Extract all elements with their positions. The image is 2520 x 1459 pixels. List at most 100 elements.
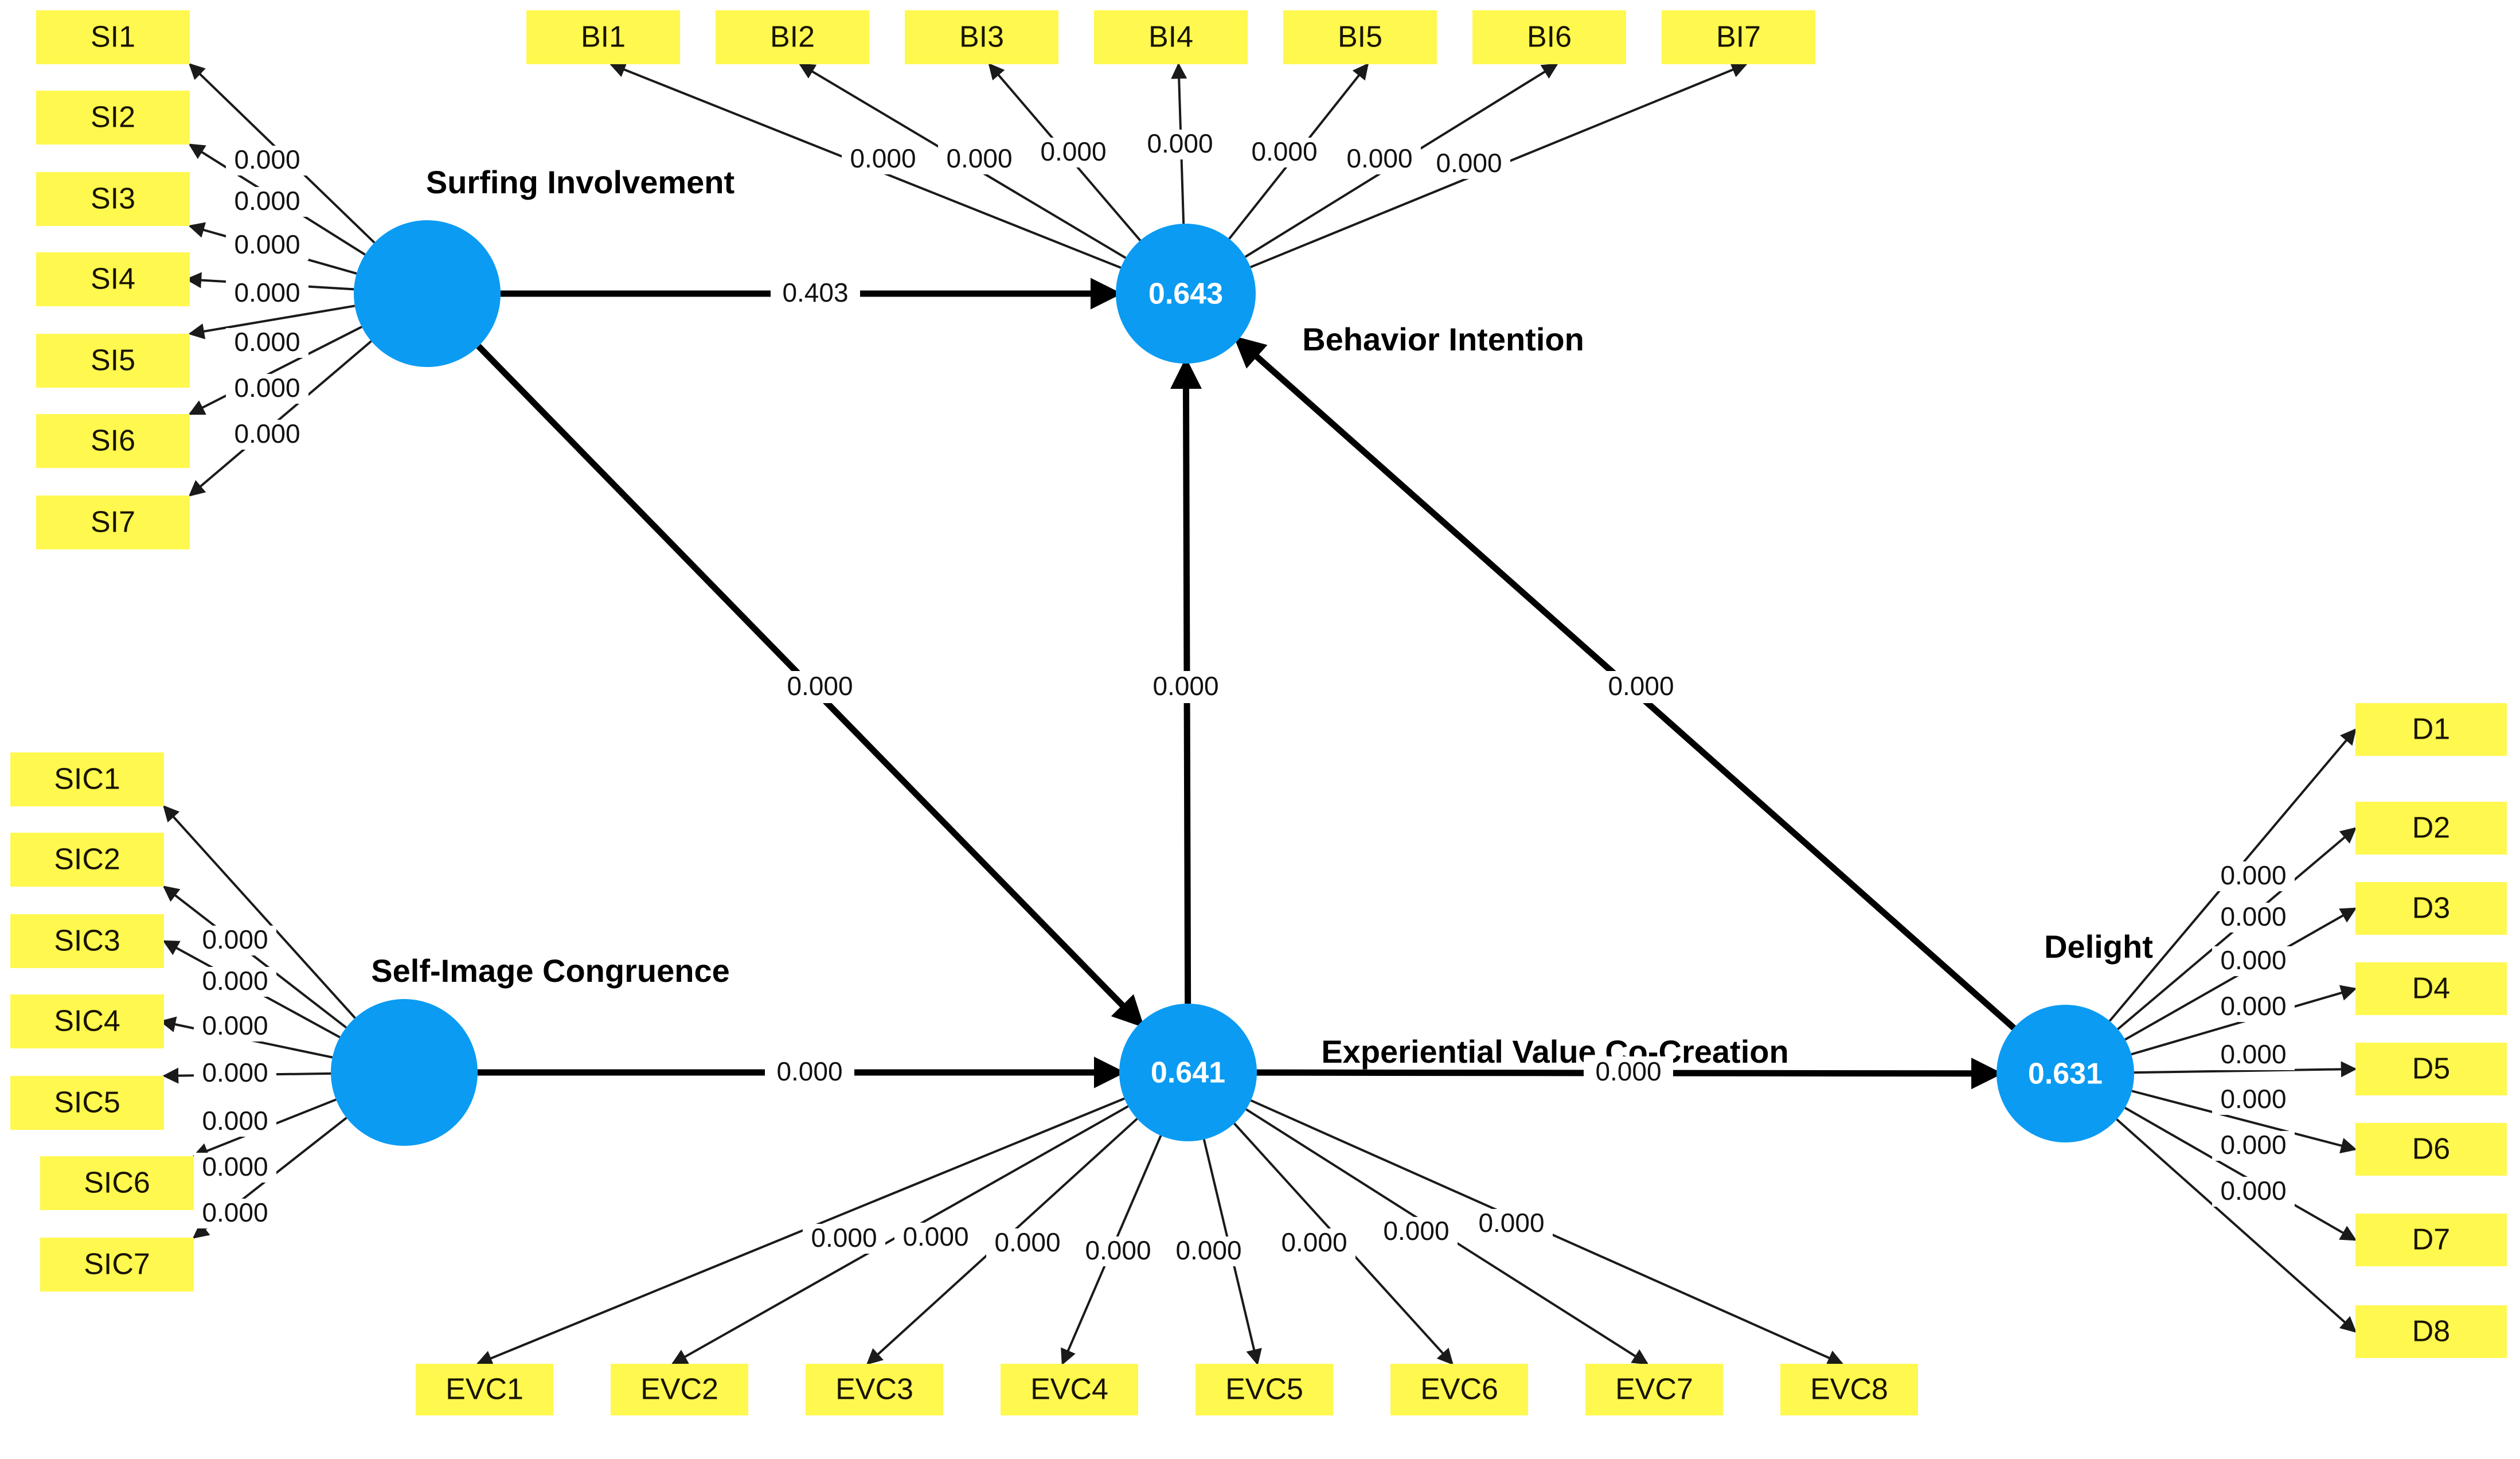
outer-loading-bi6: 0.000 (1338, 143, 1421, 174)
indicator-evc1[interactable]: EVC1 (416, 1364, 553, 1415)
indicator-si6[interactable]: SI6 (36, 414, 190, 468)
construct-name-label: Self-Image Congruence (371, 953, 729, 989)
indicator-bi1[interactable]: BI1 (526, 10, 680, 64)
outer-loading-value: 0.000 (2220, 1084, 2286, 1114)
indicator-box (10, 1076, 164, 1130)
indicator-bi3[interactable]: BI3 (905, 10, 1058, 64)
indicator-evc7[interactable]: EVC7 (1585, 1364, 1723, 1415)
construct-sic[interactable] (331, 999, 478, 1146)
indicator-label: SI2 (91, 101, 135, 134)
path-coefficient-value: 0.000 (1595, 1056, 1661, 1086)
construct-name-label: Behavior Intention (1302, 321, 1584, 357)
indicator-bi6[interactable]: BI6 (1472, 10, 1626, 64)
label-backdrop (2212, 1131, 2295, 1161)
path-coefficient-sic-evc: 0.000 (765, 1056, 854, 1089)
indicator-box (10, 833, 164, 887)
indicator-box (10, 752, 164, 806)
outer-loading-value: 0.000 (2220, 1039, 2286, 1069)
indicator-d2[interactable]: D2 (2355, 802, 2507, 855)
construct-evc[interactable]: 0.641 (1119, 1004, 1257, 1141)
indicator-bi7[interactable]: BI7 (1662, 10, 1815, 64)
indicator-si3[interactable]: SI3 (36, 172, 190, 226)
outer-loading-bi1: 0.000 (842, 143, 924, 174)
outer-loading-value: 0.000 (1251, 136, 1317, 166)
construct-bi[interactable]: 0.643 (1116, 224, 1256, 364)
outer-loading-value: 0.000 (234, 278, 300, 307)
outer-loading-si3: 0.000 (226, 229, 308, 260)
r-squared-value: 0.641 (1151, 1056, 1225, 1090)
indicator-box (1662, 10, 1815, 64)
label-backdrop (986, 1228, 1069, 1258)
indicator-evc6[interactable]: EVC6 (1390, 1364, 1528, 1415)
indicator-d7[interactable]: D7 (2355, 1214, 2507, 1266)
indicator-d8[interactable]: D8 (2355, 1305, 2507, 1358)
indicator-d6[interactable]: D6 (2355, 1123, 2507, 1176)
outer-loading-bi5: 0.000 (1243, 136, 1326, 167)
loading-edge-sic1 (163, 805, 356, 1019)
indicator-box (10, 914, 164, 968)
outer-loading-bi2: 0.000 (938, 143, 1021, 174)
indicator-label: SIC2 (54, 843, 120, 876)
indicator-sic6[interactable]: SIC6 (40, 1156, 194, 1210)
loading-edge-sic2 (162, 885, 347, 1029)
indicator-d3[interactable]: D3 (2355, 882, 2507, 935)
indicator-evc2[interactable]: EVC2 (611, 1364, 748, 1415)
indicator-sic7[interactable]: SIC7 (40, 1238, 194, 1292)
indicator-evc8[interactable]: EVC8 (1780, 1364, 1918, 1415)
outer-loading-value: 0.000 (1383, 1216, 1449, 1246)
indicator-label: SI6 (91, 424, 135, 458)
outer-loading-d4: 0.000 (2212, 991, 2295, 1022)
indicator-sic3[interactable]: SIC3 (10, 914, 164, 968)
indicator-label: D3 (2412, 892, 2450, 925)
label-backdrop (1032, 138, 1115, 167)
indicator-box (2355, 882, 2507, 935)
outer-loading-evc8: 0.000 (1470, 1208, 1553, 1239)
label-backdrop (1273, 1228, 1355, 1258)
construct-d[interactable]: 0.631 (1997, 1005, 2134, 1142)
indicator-label: BI1 (581, 21, 626, 54)
indicator-bi4[interactable]: BI4 (1094, 10, 1248, 64)
indicator-bi2[interactable]: BI2 (716, 10, 869, 64)
label-backdrop (1243, 138, 1326, 167)
indicator-box (2355, 1214, 2507, 1266)
indicator-box (905, 10, 1058, 64)
indicator-si1[interactable]: SI1 (36, 10, 190, 64)
loading-edge-d7 (2124, 1106, 2357, 1241)
outer-loading-value: 0.000 (234, 327, 300, 357)
loading-edge-d5 (2134, 1061, 2357, 1078)
indicator-bi5[interactable]: BI5 (1283, 10, 1437, 64)
indicator-d5[interactable]: D5 (2355, 1043, 2507, 1095)
indicator-label: BI4 (1148, 21, 1193, 54)
indicator-si7[interactable]: SI7 (36, 496, 190, 549)
indicator-box (2355, 1043, 2507, 1095)
indicator-evc3[interactable]: EVC3 (806, 1364, 943, 1415)
indicator-label: EVC4 (1030, 1373, 1108, 1406)
indicator-label: SI3 (91, 182, 135, 216)
indicator-si4[interactable]: SI4 (36, 252, 190, 306)
indicator-d4[interactable]: D4 (2355, 962, 2507, 1015)
indicator-label: D1 (2412, 713, 2450, 746)
indicator-sic2[interactable]: SIC2 (10, 833, 164, 887)
outer-loading-si4: 0.000 (226, 278, 308, 309)
indicator-si2[interactable]: SI2 (36, 91, 190, 145)
outer-loading-bi3: 0.000 (1032, 136, 1115, 167)
label-backdrop (194, 967, 276, 997)
outer-loading-value: 0.000 (234, 145, 300, 174)
r-squared-value: 0.643 (1148, 278, 1223, 311)
indicator-sic1[interactable]: SIC1 (10, 752, 164, 806)
indicator-box (716, 10, 869, 64)
indicator-d1[interactable]: D1 (2355, 703, 2507, 756)
construct-si[interactable] (354, 220, 501, 367)
label-backdrop (2212, 1040, 2295, 1070)
label-backdrop (765, 1056, 854, 1089)
indicator-si5[interactable]: SI5 (36, 334, 190, 388)
path-coefficient-si-evc: 0.000 (775, 671, 865, 703)
path-coefficient-evc-bi: 0.000 (1141, 671, 1230, 703)
indicator-evc5[interactable]: EVC5 (1195, 1364, 1333, 1415)
indicator-evc4[interactable]: EVC4 (1001, 1364, 1138, 1415)
indicator-sic4[interactable]: SIC4 (10, 994, 164, 1048)
indicator-label: BI6 (1527, 21, 1572, 54)
label-backdrop (1167, 1236, 1250, 1266)
indicator-sic5[interactable]: SIC5 (10, 1076, 164, 1130)
